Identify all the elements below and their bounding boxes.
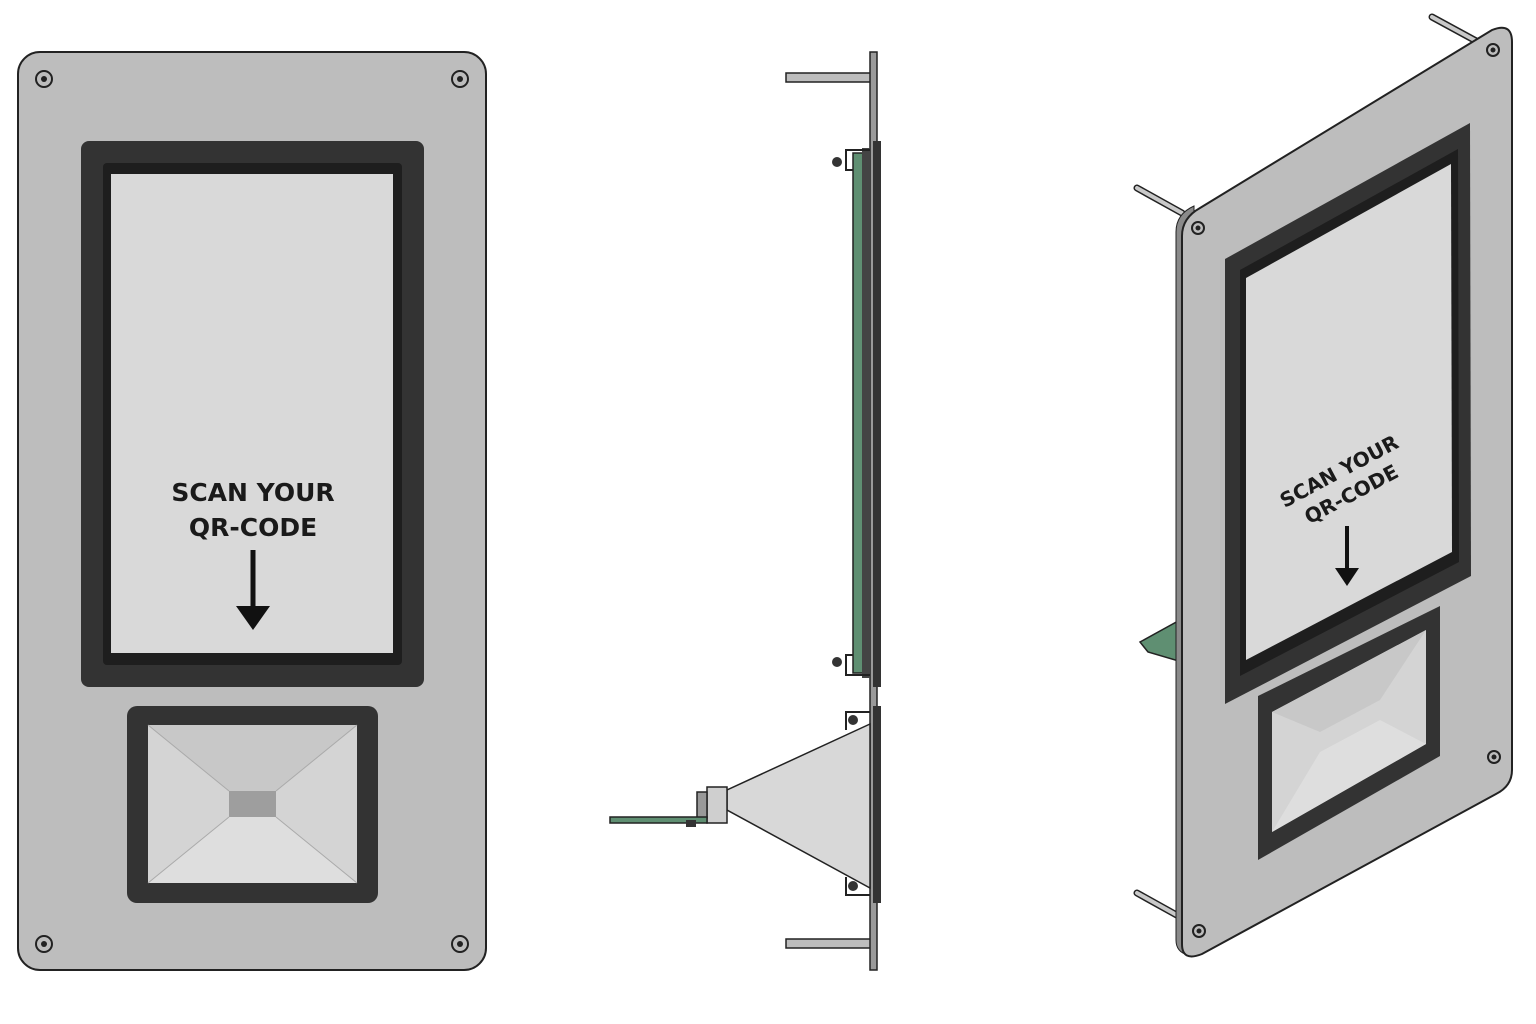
side-stud-bottom (785, 938, 873, 949)
iso-display-screen (1246, 164, 1452, 660)
front-screen-text-line2: QR-CODE (189, 513, 317, 542)
side-scanner-bracket-top (845, 711, 870, 730)
iso-down-arrow-icon (1335, 526, 1359, 586)
front-view: SCAN YOUR QR-CODE (17, 51, 487, 971)
front-screw-top-right (451, 70, 469, 88)
side-scanner-sensor-block (696, 791, 708, 819)
iso-view: SCAN YOUR QR-CODE (1133, 13, 1513, 958)
iso-screw-top-left (1191, 221, 1205, 235)
iso-scanner-funnel-top (1272, 630, 1426, 732)
front-screw-bottom-right (451, 935, 469, 953)
iso-screw-bottom-left (1192, 924, 1206, 938)
iso-screw-bottom-right (1487, 750, 1501, 764)
iso-scanner-funnel-bottom (1272, 720, 1426, 832)
side-scanner-funnel (726, 722, 871, 890)
front-screw-bottom-left (35, 935, 53, 953)
side-bracket-mid (845, 654, 870, 676)
side-scanner-collar (706, 786, 728, 824)
front-screen-text-line1: SCAN YOUR (171, 478, 334, 507)
front-down-arrow-icon (236, 550, 270, 630)
side-scanner-pcb-component (686, 820, 696, 827)
side-display-bezel (873, 141, 881, 687)
side-scanner-bracket-bottom (845, 877, 870, 896)
side-bracket-top (845, 149, 870, 171)
front-screw-top-left (35, 70, 53, 88)
side-scanner-pcb (609, 816, 708, 824)
side-display-body (862, 148, 870, 678)
side-scanner-mount (873, 706, 881, 903)
front-scanner-sensor (229, 791, 276, 817)
side-view (609, 51, 881, 971)
side-stud-top (785, 72, 873, 83)
front-scanner-funnel (147, 724, 358, 884)
iso-screw-top-right (1486, 43, 1500, 57)
